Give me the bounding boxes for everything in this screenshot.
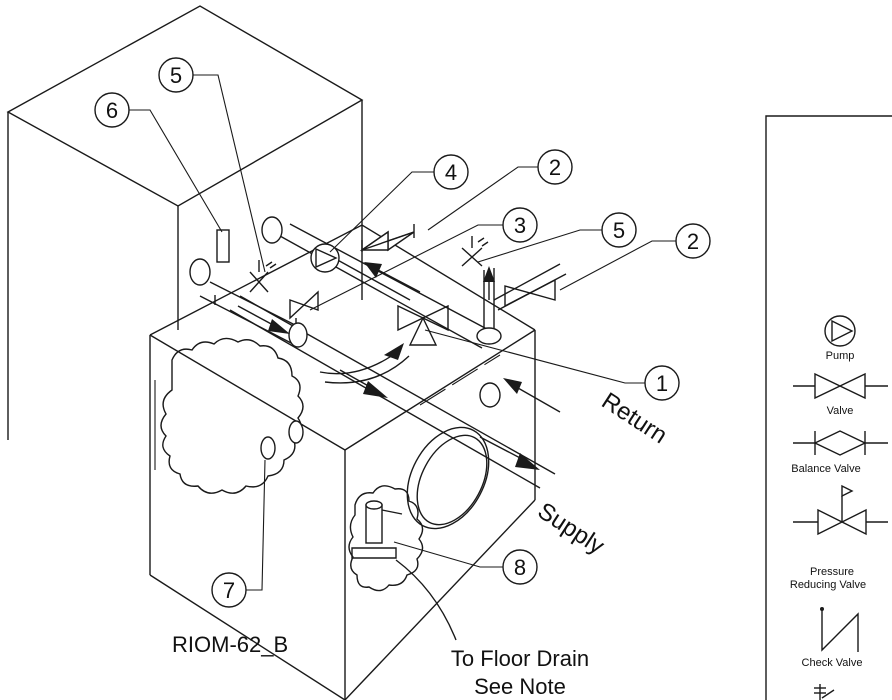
pump-symbol [310, 243, 340, 273]
svg-text:1: 1 [656, 371, 668, 396]
drawing-id: RIOM-62_B [172, 632, 288, 657]
piping [199, 223, 567, 489]
callout-7: 7 [211, 572, 247, 608]
svg-text:Check Valve: Check Valve [802, 657, 863, 669]
callout-5-right: 5 [601, 212, 637, 248]
legend-valve: Valve [793, 372, 888, 417]
callout-3: 3 [502, 207, 538, 243]
svg-text:2: 2 [687, 229, 699, 254]
svg-text:Pressure: Pressure [810, 566, 854, 578]
legend-pump: Pump [824, 315, 856, 362]
drain-note-line2: See Note [474, 674, 566, 699]
legend-check-valve: Check Valve [802, 607, 863, 669]
drain-line [395, 559, 457, 641]
access-cloud-left [160, 337, 304, 494]
supply-label: Supply [533, 497, 609, 560]
callout-6: 6 [94, 92, 130, 128]
valve-symbols [249, 224, 556, 559]
flow-arrows [237, 262, 561, 470]
callout-2-lower: 2 [675, 223, 711, 259]
svg-text:5: 5 [170, 63, 182, 88]
svg-text:8: 8 [514, 555, 526, 580]
legend-panel: Pump Valve Balance Valve Pressure Reduci… [765, 115, 892, 700]
callout-1: 1 [644, 365, 680, 401]
svg-text:Balance Valve: Balance Valve [791, 463, 861, 475]
svg-text:Valve: Valve [827, 405, 854, 417]
pipe-ports [189, 216, 501, 408]
duct-opening [406, 426, 490, 530]
drain-note-line1: To Floor Drain [451, 646, 589, 671]
legend-partial-symbol [814, 684, 835, 700]
svg-text:Reducing Valve: Reducing Valve [790, 579, 866, 591]
svg-text:5: 5 [613, 218, 625, 243]
callout-2-upper: 2 [537, 149, 573, 185]
leader-lines [129, 74, 676, 591]
upper-cabinet [6, 5, 364, 470]
access-cloud-right [348, 485, 424, 592]
svg-text:4: 4 [445, 160, 457, 185]
svg-text:2: 2 [549, 155, 561, 180]
legend-balance-valve: Balance Valve [791, 430, 888, 475]
svg-text:Pump: Pump [826, 350, 855, 362]
svg-text:6: 6 [106, 98, 118, 123]
callout-8: 8 [502, 549, 538, 585]
legend-pressure-reducing-valve: Pressure Reducing Valve [790, 484, 888, 591]
callout-5-left: 5 [158, 57, 194, 93]
svg-text:7: 7 [223, 578, 235, 603]
svg-text:3: 3 [514, 213, 526, 238]
lower-cabinet [149, 224, 536, 700]
callout-4: 4 [433, 154, 469, 190]
